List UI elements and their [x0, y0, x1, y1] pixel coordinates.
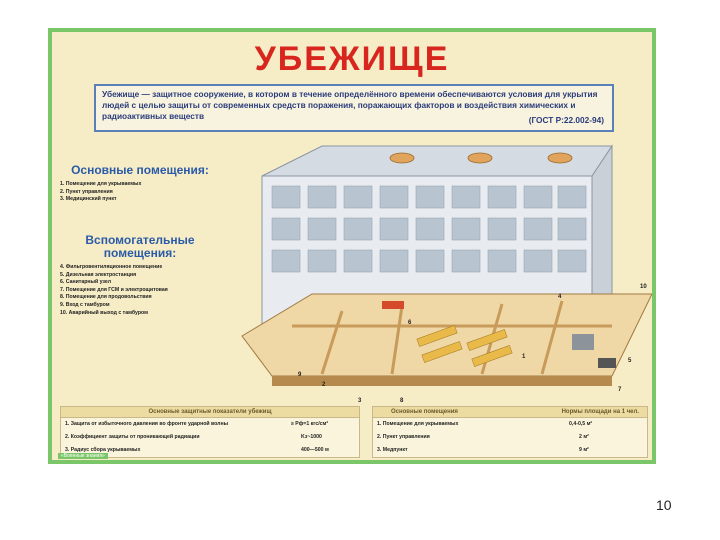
basement-wall-front	[272, 376, 612, 386]
protection-table-header: Основные защитные показатели убежищ	[61, 407, 359, 418]
table-cell-value: 9 м²	[579, 447, 589, 453]
table-cell-label: 1. Помещение для укрываемых	[377, 421, 459, 427]
list-item: 2. Пункт управления	[60, 188, 113, 195]
aux-rooms-section: Вспомогательные помещения: 4. Фильтровен…	[60, 234, 220, 317]
norms-header-left: Основные помещения	[391, 409, 458, 415]
aux-rooms-list: 4. Фильтровентиляционное помещение 5. Ди…	[60, 264, 220, 317]
callout-3: 3	[358, 398, 362, 404]
table-cell-value: 2 м²	[579, 434, 589, 440]
publisher-tag: «Военные знания»	[58, 453, 108, 459]
definition-text: Убежище — защитное сооружение, в котором…	[102, 89, 598, 121]
table-cell-label: 2. Коэффициент защиты от проникающей рад…	[65, 434, 200, 440]
table-row: 2. Коэффициент защиты от проникающей рад…	[61, 431, 359, 444]
page-number: 10	[656, 497, 672, 513]
callout-5: 5	[628, 358, 632, 364]
table-cell-value: ≥ Pф=1 кгс/см²	[291, 421, 329, 427]
table-row: 3. Медпункт 9 м²	[373, 444, 647, 457]
main-rooms-section: Основные помещения: 1. Помещение для укр…	[60, 164, 220, 204]
list-item: 6. Санитарный узел	[60, 279, 112, 286]
callout-10: 10	[640, 284, 647, 290]
table-cell-value: Kз~1000	[301, 434, 322, 440]
main-rooms-list: 1. Помещение для укрываемых 2. Пункт упр…	[60, 181, 220, 204]
callout-8: 8	[400, 398, 404, 404]
table-cell-value: 400—500 м	[301, 447, 329, 453]
table-row: 1. Защита от избыточного давления во фро…	[61, 418, 359, 431]
table-cell-label: 3. Радиус сбора укрываемых	[65, 447, 141, 453]
callout-2: 2	[322, 382, 326, 388]
main-rooms-heading: Основные помещения:	[71, 163, 209, 177]
list-item: 5. Дизельная электростанция	[60, 271, 137, 278]
table-row: 1. Помещение для укрываемых 0,4-0,5 м²	[373, 418, 647, 431]
norms-header-right: Нормы площади на 1 чел.	[561, 409, 639, 415]
definition-standard: (ГОСТ Р:22.002-94)	[528, 115, 604, 125]
list-item: 7. Помещение для ГСМ и электрощитовая	[60, 286, 168, 293]
list-item: 8. Помещение для продовольствия	[60, 294, 152, 301]
table-row: 2. Пункт управления 2 м²	[373, 431, 647, 444]
callout-7: 7	[618, 387, 622, 393]
table-cell-label: 1. Защита от избыточного давления во фро…	[65, 421, 229, 427]
list-item: 10. Аварийный выход с тамбуром	[60, 309, 148, 316]
roof-vents	[389, 152, 573, 164]
callout-4: 4	[558, 294, 562, 300]
callout-6: 6	[408, 320, 412, 326]
norms-table-header: Основные помещения Нормы площади на 1 че…	[373, 407, 647, 418]
poster-title: УБЕЖИЩЕ	[254, 40, 450, 78]
shelter-poster: УБЕЖИЩЕ Убежище — защитное сооружение, в…	[48, 28, 656, 464]
callout-9: 9	[298, 372, 302, 378]
definition-box: Убежище — защитное сооружение, в котором…	[94, 84, 614, 132]
callout-1: 1	[522, 354, 526, 360]
shelter-building-illustration: 1 2 3 4 5 6 7 8 9 10	[241, 144, 652, 404]
protection-table: Основные защитные показатели убежищ 1. З…	[60, 406, 360, 458]
list-item: 4. Фильтровентиляционное помещение	[60, 264, 163, 270]
table-row: 3. Радиус сбора укрываемых 400—500 м	[61, 444, 359, 457]
table-cell-value: 0,4-0,5 м²	[569, 421, 593, 427]
norms-table: Основные помещения Нормы площади на 1 че…	[372, 406, 648, 458]
list-item: 9. Вход с тамбуром	[60, 301, 110, 308]
list-item: 1. Помещение для укрываемых	[60, 181, 142, 187]
aux-rooms-heading: Вспомогательные помещения:	[85, 233, 195, 260]
building-windows	[271, 185, 587, 273]
tables-area: Основные защитные показатели убежищ 1. З…	[60, 406, 648, 458]
list-item: 3. Медицинский пункт	[60, 196, 117, 203]
table-cell-label: 2. Пункт управления	[377, 434, 430, 440]
callout-labels: 1 2 3 4 5 6 7 8 9 10	[298, 284, 647, 404]
equipment	[382, 301, 616, 368]
benches	[416, 325, 513, 367]
table-cell-label: 3. Медпункт	[377, 447, 408, 453]
